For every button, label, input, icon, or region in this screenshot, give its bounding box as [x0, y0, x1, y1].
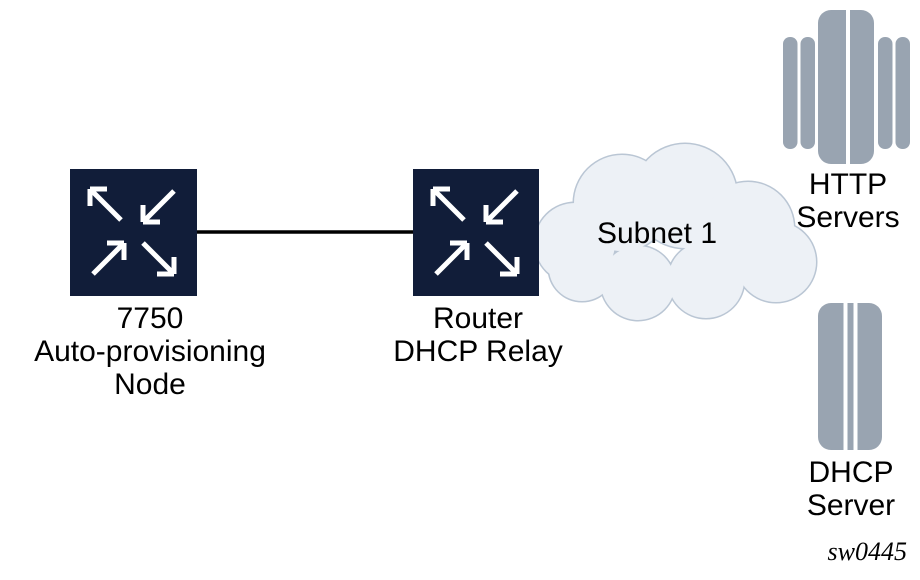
- node-label-line: Router: [432, 302, 524, 335]
- subnet-cloud-shape: [533, 142, 818, 322]
- node-label-line: 7750: [116, 302, 184, 335]
- figure-id: sw0445: [827, 537, 907, 566]
- node-label-line: Node: [114, 368, 186, 401]
- node-label-line: DHCP Relay: [393, 335, 563, 368]
- node-label-line: Server: [806, 489, 896, 522]
- node-label-line: Auto-provisioning: [34, 335, 266, 368]
- auto-provisioning-node-label: 7750 Auto-provisioning Node: [0, 302, 310, 401]
- node-label-line: HTTP: [808, 168, 888, 201]
- http-servers-label: HTTP Servers: [738, 168, 920, 234]
- dhcp-relay-router-label: Router DHCP Relay: [318, 302, 638, 368]
- node-label-line: DHCP: [808, 456, 894, 489]
- dhcp-server-label: DHCP Server: [741, 456, 920, 522]
- dhcp-relay-router-icon: [413, 169, 539, 296]
- subnet-cloud-label: Subnet 1: [596, 217, 718, 250]
- dhcp-server-icon: [818, 303, 882, 450]
- auto-provisioning-node-icon: [70, 169, 197, 296]
- node-label-line: Servers: [796, 201, 900, 234]
- http-servers-icon: [783, 10, 910, 164]
